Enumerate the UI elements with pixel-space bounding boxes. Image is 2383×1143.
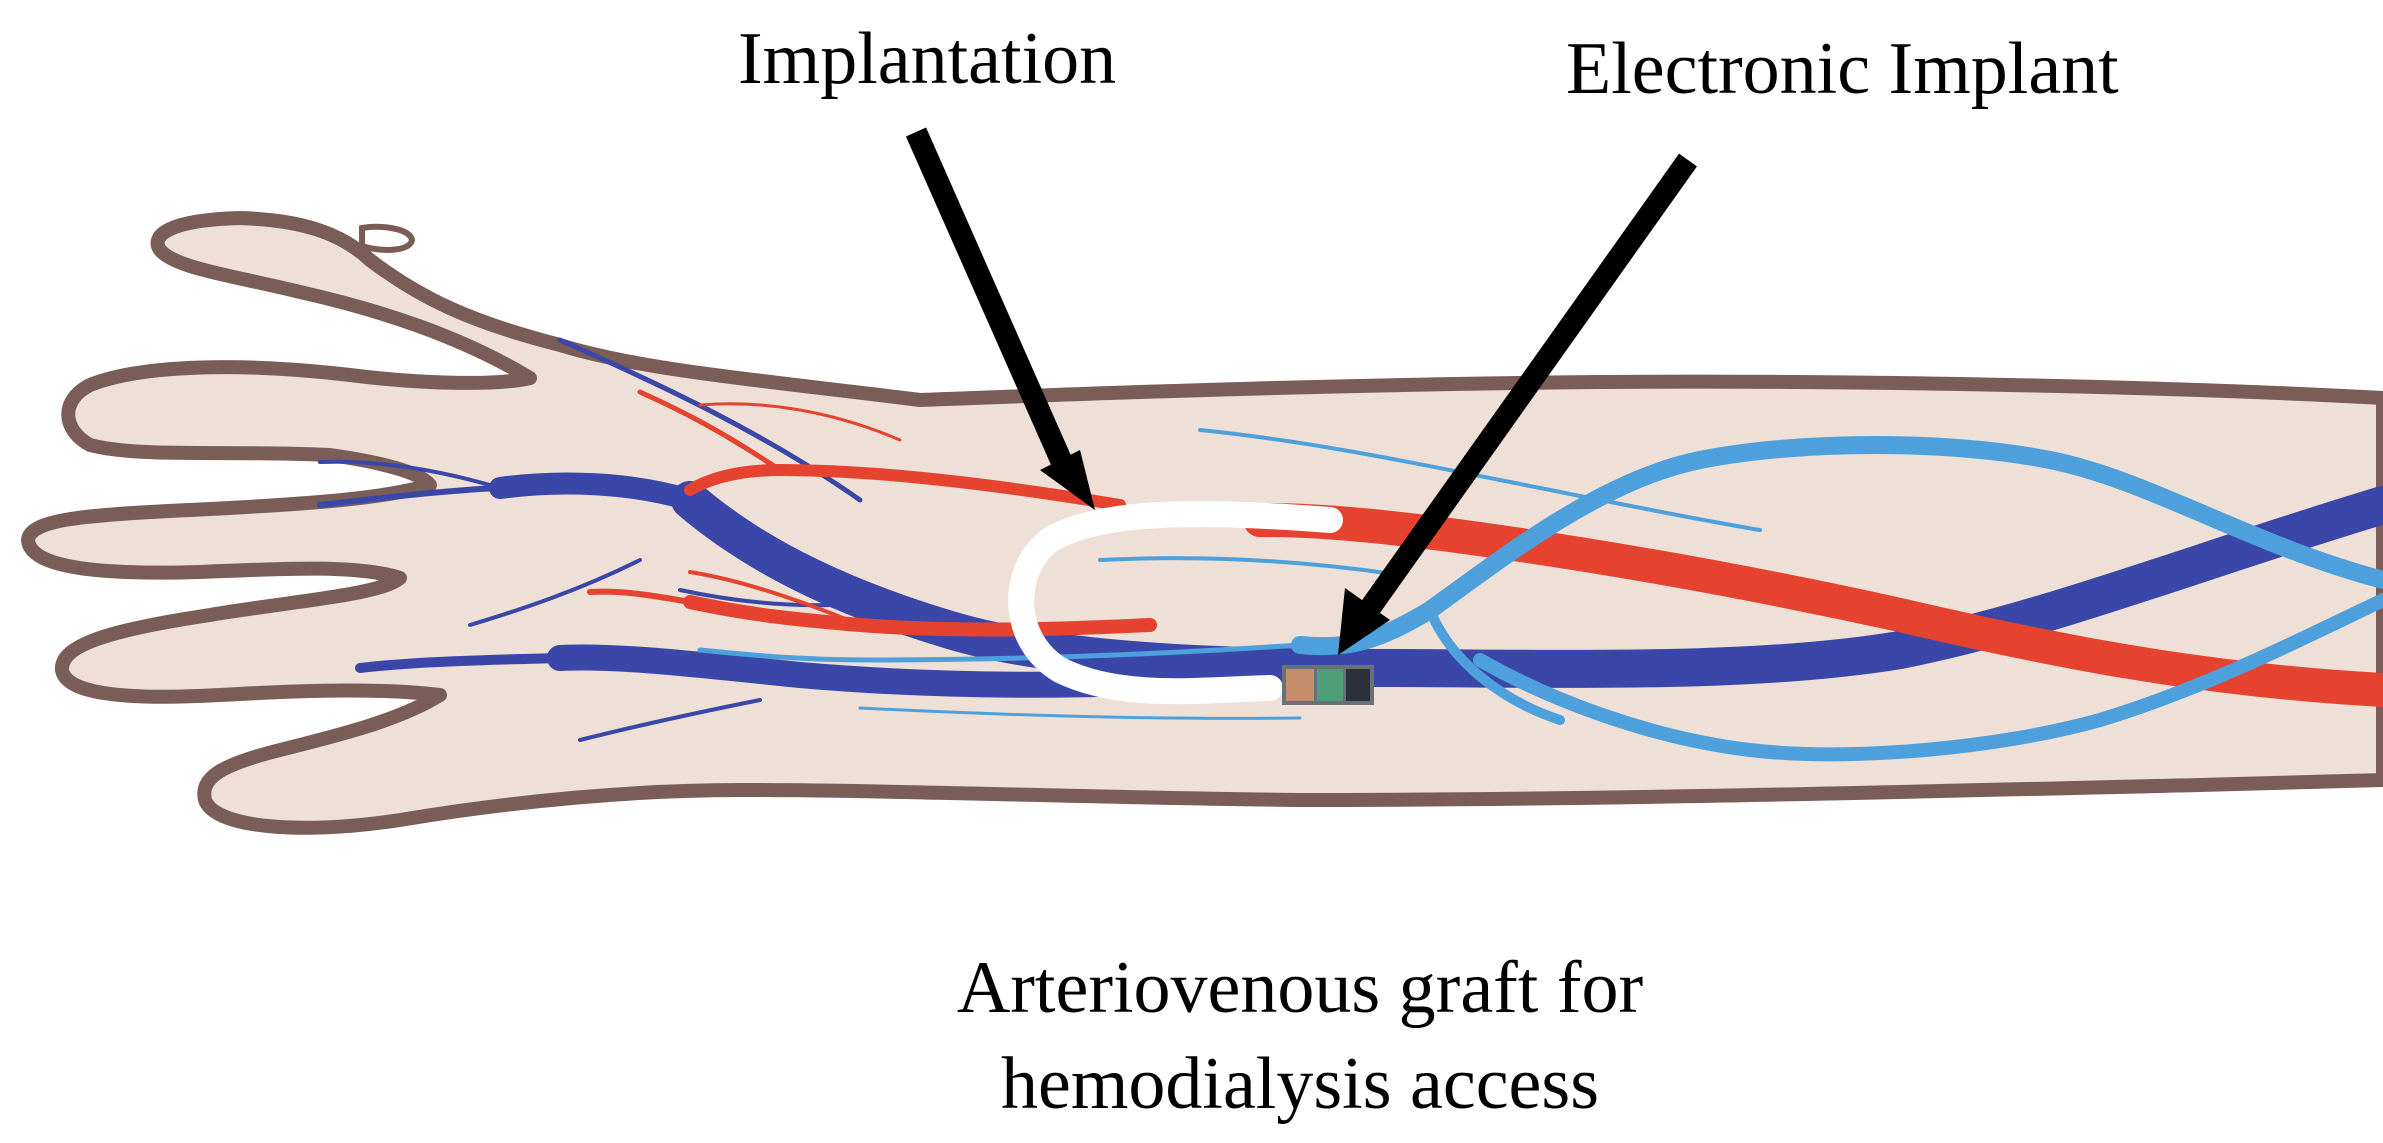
label-electronic-implant: Electronic Implant [1566,28,2119,110]
label-implantation: Implantation [738,18,1117,100]
caption-line-2: hemodialysis access [1001,1043,1599,1125]
superficial-veins [697,428,2383,762]
deep-veins [317,337,2383,742]
arrow-electronic-implant [1338,153,1697,655]
figure-caption: Arteriovenous graft for hemodialysis acc… [820,940,1780,1132]
caption-line-1: Arteriovenous graft for [956,947,1644,1029]
thumbnail [359,223,416,253]
electronic-implant-chip [1282,665,1374,705]
av-graft [1008,501,1343,705]
arteries [587,389,2383,707]
arrow-implantation [905,127,1095,510]
